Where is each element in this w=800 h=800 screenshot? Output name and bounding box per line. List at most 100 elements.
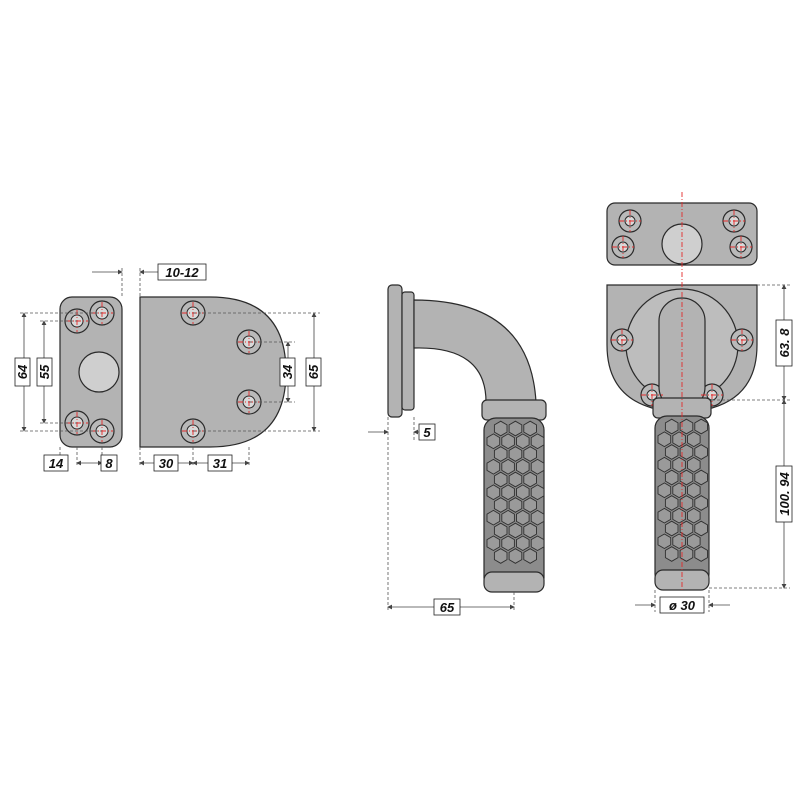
grip-hex-cell [530,509,545,526]
side-grip-texture [486,420,545,564]
dim-grip-diameter: ø 30 [669,598,696,613]
left-view: 10-12 64 55 34 65 14 8 30 31 [14,263,322,472]
grip-hex-cell [672,431,686,448]
grip-hex-cell [657,431,672,448]
front-view: 63. 8 100. 94 ø 30 [606,192,793,614]
grip-hex-cell [694,520,708,537]
grip-hex-cell [664,418,679,435]
grip-hex-cell [501,484,515,501]
grip-hex-cell [694,444,708,460]
grip-hex-cell [493,497,508,513]
side-flange-collar [401,291,415,411]
grip-hex-cell [508,446,523,462]
grip-hex-cell [516,458,530,475]
grip-hex-cell [516,484,530,501]
grip-hex-cell [486,433,501,450]
grip-hex-cell [657,507,672,524]
grip-hex-cell [508,522,523,539]
side-grip-end [483,571,545,593]
grip-hex-cell [493,548,508,564]
side-view: 5 65 [368,284,547,616]
grip-hex-cell [523,548,537,564]
grip-hex-cell [493,471,508,488]
grip-hex-cell [493,420,508,437]
side-flange [387,284,403,418]
front-centerlines [611,192,753,590]
grip-hex-cell [516,433,530,450]
dim-body-offset: 30 [159,456,174,471]
grip-hex-cell [679,520,694,537]
grip-hex-cell [523,522,537,539]
grip-hex-cell [486,458,501,475]
dim-edge-offset: 14 [49,456,64,471]
grip-hex-cell [687,431,701,448]
grip-hex-cell [508,420,523,437]
grip-hex-cell [694,495,708,511]
grip-hex-cell [530,433,545,450]
grip-hex-cell [664,520,679,537]
front-grip-texture [657,418,708,562]
dim-grip-length: 100. 94 [777,472,792,516]
grip-hex-cell [657,482,672,499]
dim-hole-column: 8 [105,456,113,471]
body-plate [139,296,287,448]
grip-hex-cell [679,444,694,460]
grip-hex-cell [694,418,708,435]
grip-hex-cell [664,444,679,460]
dim-gap: 10-12 [165,265,199,280]
grip-hex-cell [530,535,545,552]
dim-mount-to-grip: 63. 8 [777,328,792,358]
grip-hex-cell [679,546,694,562]
dim-flange: 5 [423,425,431,440]
grip-hex-cell [679,418,694,435]
grip-hex-cell [687,456,701,473]
grip-hex-cell [486,484,501,501]
grip-hex-cell [516,535,530,552]
grip-hex-cell [508,497,523,513]
grip-hex-cell [508,548,523,564]
grip-hex-cell [664,495,679,511]
side-arm [413,299,537,403]
grip-hex-cell [501,535,515,552]
grip-hex-cell [657,456,672,473]
grip-hex-cell [508,471,523,488]
grip-hex-cell [493,446,508,462]
grip-hex-cell [672,456,686,473]
dim-plate-height-outer: 64 [15,364,30,379]
grip-hex-cell [523,446,537,462]
grip-hex-cell [486,535,501,552]
plate-center-hole [78,351,120,393]
grip-hex-cell [679,469,694,486]
grip-hex-cell [523,471,537,488]
grip-hex-cell [664,469,679,486]
dim-body-arc: 31 [213,456,227,471]
grip-hex-cell [501,458,515,475]
grip-hex-cell [672,533,686,550]
grip-hex-cell [679,495,694,511]
grip-hex-cell [687,482,701,499]
grip-hex-cell [664,546,679,562]
grip-hex-cell [516,509,530,526]
dim-plate-height: 65 [306,364,321,379]
dim-plate-height-inner: 55 [37,364,52,379]
grip-hex-cell [694,546,708,562]
dim-hole-spacing: 34 [280,364,295,379]
grip-hex-cell [687,507,701,524]
side-grip-collar [481,399,547,421]
grip-hex-cell [486,509,501,526]
grip-hex-cell [530,458,545,475]
grip-hex-cell [493,522,508,539]
grip-hex-cell [694,469,708,486]
grip-hex-cell [687,533,701,550]
grip-hex-cell [672,482,686,499]
grip-hex-cell [523,420,537,437]
dim-projection: 65 [440,600,455,615]
grip-hex-cell [672,507,686,524]
grip-hex-cell [523,497,537,513]
grip-hex-cell [501,433,515,450]
grip-hex-cell [501,509,515,526]
grip-hex-cell [657,533,672,550]
grip-hex-cell [530,484,545,501]
